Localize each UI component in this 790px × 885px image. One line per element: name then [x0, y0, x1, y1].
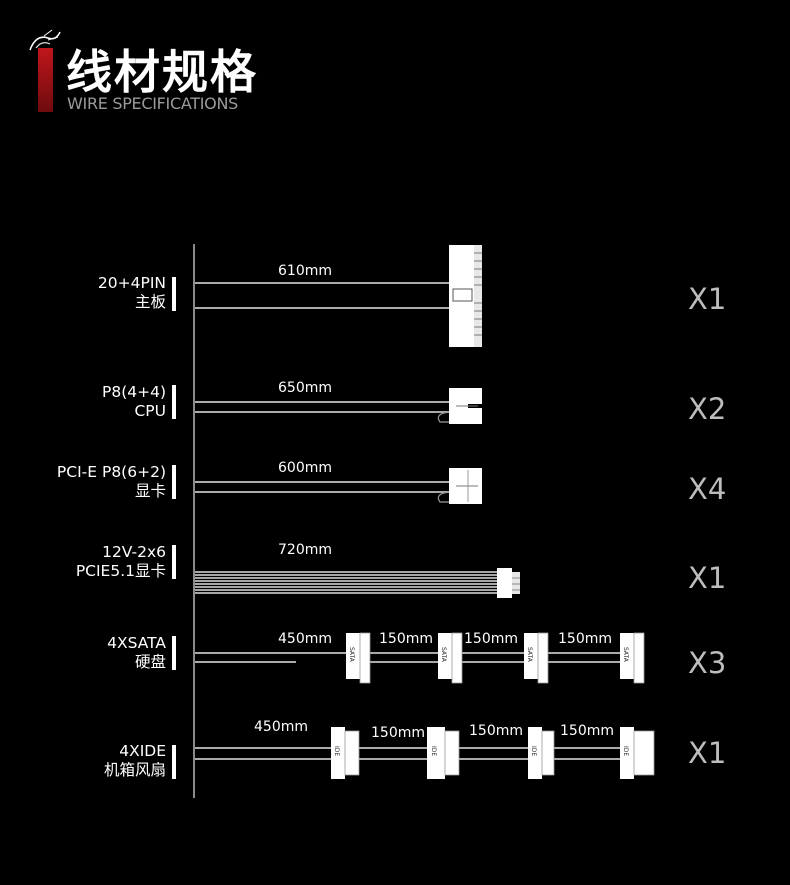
- connector-text: SATA: [440, 647, 447, 663]
- atx-24pin-connector: [449, 245, 482, 347]
- ide-connector: [620, 727, 655, 779]
- label-marker-bar: [172, 277, 176, 311]
- cable-20-4pin: [195, 245, 482, 347]
- segment-length: 150mm: [464, 631, 518, 647]
- segment-length: 150mm: [469, 723, 523, 739]
- cable-label: 20+4PIN 主板: [97, 274, 166, 311]
- cable-label: PCI-E P8(6+2) 显卡: [56, 463, 166, 500]
- sata-connector: [620, 632, 645, 684]
- brand-logo-bar: [38, 48, 53, 112]
- connector-text: SATA: [526, 647, 533, 663]
- cable-trunk-line: [193, 244, 195, 798]
- sata-connector: [438, 632, 463, 684]
- cable-12v-2x6: [195, 568, 520, 598]
- page-title: 线材规格: [66, 45, 258, 99]
- cable-label: P8(4+4) CPU: [101, 383, 166, 420]
- ide-connector: [427, 727, 460, 779]
- cable-quantity: X1: [688, 561, 727, 595]
- cable-length: 720mm: [278, 542, 332, 558]
- cable-quantity: X4: [688, 472, 727, 506]
- cable-pcie-p8: [195, 468, 482, 504]
- label-marker-bar: [172, 745, 176, 779]
- label-marker-bar: [172, 385, 176, 419]
- page-subtitle: WIRE SPECIFICATIONS: [67, 94, 238, 113]
- connector-text: IDE: [430, 746, 437, 756]
- label-marker-bar: [172, 465, 176, 499]
- cable-length: 610mm: [278, 263, 332, 279]
- segment-length: 150mm: [558, 631, 612, 647]
- cable-quantity: X1: [688, 282, 727, 316]
- connector-text: SATA: [622, 647, 629, 663]
- cable-sata: [195, 632, 645, 684]
- cable-cpu-p8: [195, 388, 482, 424]
- connector-text: IDE: [530, 746, 537, 756]
- segment-length: 150mm: [371, 725, 425, 741]
- connector-text: IDE: [333, 746, 340, 756]
- cable-ide: [195, 727, 655, 779]
- connector-text: SATA: [348, 647, 355, 663]
- cable-length: 450mm: [254, 719, 308, 735]
- pcie-8pin-connector: [437, 468, 482, 504]
- cable-quantity: X1: [688, 736, 727, 770]
- label-marker-bar: [172, 636, 176, 670]
- label-marker-bar: [172, 545, 176, 579]
- 12v-2x6-connector: [497, 568, 520, 598]
- sata-connector: [524, 632, 549, 684]
- connector-text: IDE: [622, 746, 629, 756]
- segment-length: 150mm: [560, 723, 614, 739]
- cable-label: 4XSATA 硬盘: [107, 634, 166, 671]
- sata-connector: [346, 632, 371, 684]
- ide-connector: [528, 727, 555, 779]
- segment-length: 150mm: [379, 631, 433, 647]
- ide-connector: [331, 727, 360, 779]
- cable-length: 450mm: [278, 631, 332, 647]
- cable-quantity: X2: [688, 392, 727, 426]
- cable-label: 4XIDE 机箱风扇: [103, 742, 166, 779]
- cable-quantity: X3: [688, 646, 727, 680]
- brand-swirl-icon: [29, 29, 61, 51]
- cable-label: 12V-2x6 PCIE5.1显卡: [75, 543, 166, 580]
- cable-length: 650mm: [278, 380, 332, 396]
- cable-length: 600mm: [278, 460, 332, 476]
- cpu-8pin-connector: [437, 388, 482, 424]
